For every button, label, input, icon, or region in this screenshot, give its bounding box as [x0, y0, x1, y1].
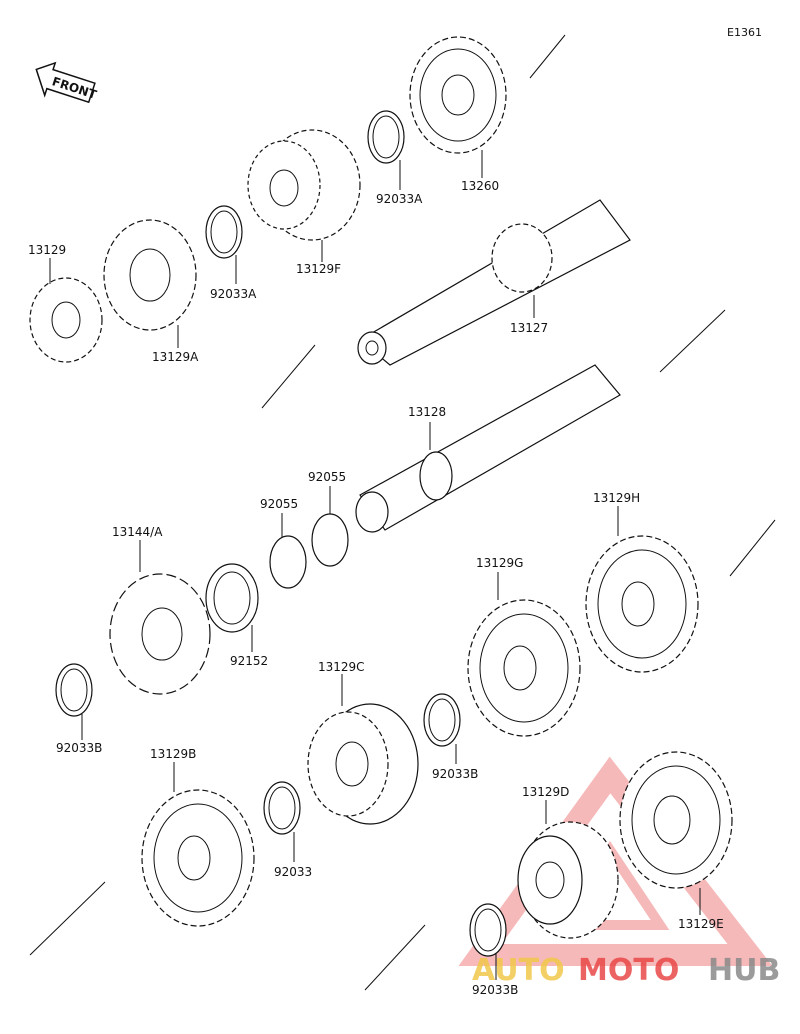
label-92033: 92033: [274, 865, 312, 879]
circlip-92033B-mid: [423, 693, 461, 747]
oring-92055-a: [269, 535, 307, 589]
label-13129B: 13129B: [150, 747, 196, 761]
label-92033B-bottom: 92033B: [472, 983, 518, 997]
circlip-92033B-left: [55, 663, 93, 717]
label-13128: 13128: [408, 405, 446, 419]
label-13129H: 13129H: [593, 491, 640, 505]
gear-13129E: [619, 751, 733, 889]
label-92055-b: 92055: [308, 470, 346, 484]
gear-13129B: [141, 789, 255, 927]
label-13129C: 13129C: [318, 660, 365, 674]
diagram-ref: E1361: [727, 26, 762, 39]
axis-lines: [29, 34, 776, 991]
svg-text:AUTO: AUTO: [472, 953, 565, 988]
label-13129A: 13129A: [152, 350, 199, 364]
oring-92055-b: [311, 513, 349, 567]
svg-text:MOTO: MOTO: [578, 953, 679, 988]
shaft-13127: [357, 199, 631, 366]
label-92055-a: 92055: [260, 497, 298, 511]
gear-13129G: [467, 599, 581, 737]
label-13129F: 13129F: [296, 262, 341, 276]
gear-13260: [409, 36, 507, 154]
gear-13129D: [517, 821, 619, 939]
gear-13129H: [585, 535, 699, 673]
label-13129E: 13129E: [678, 917, 724, 931]
shaft-13128: [355, 364, 621, 533]
label-92033B-left: 92033B: [56, 741, 102, 755]
gear-13129F: [247, 129, 361, 241]
label-13260: 13260: [461, 179, 499, 193]
label-13129: 13129: [28, 243, 66, 257]
circlip-92033: [263, 781, 301, 835]
label-92152: 92152: [230, 654, 268, 668]
circlip-92033A-top: [367, 110, 405, 164]
svg-text:HUB: HUB: [708, 953, 780, 988]
watermark-text: AUTO MOTO HUB: [472, 953, 780, 988]
circlip-92033A-mid: [205, 205, 243, 259]
sprocket-13144A: [109, 573, 211, 695]
label-92033A-mid: 92033A: [210, 287, 257, 301]
label-92033B-mid: 92033B: [432, 767, 478, 781]
circlip-92033B-bottom: [469, 903, 507, 957]
collar-92152: [205, 563, 259, 633]
label-13127: 13127: [510, 321, 548, 335]
gear-13129: [29, 277, 103, 363]
label-13129D: 13129D: [522, 785, 569, 799]
front-arrow-icon: FRONT: [35, 61, 99, 104]
label-92033A-top: 92033A: [376, 192, 423, 206]
label-13129G: 13129G: [476, 556, 523, 570]
gear-13129C: [307, 703, 419, 825]
gear-13129A: [103, 219, 197, 331]
label-13144A: 13144/A: [112, 525, 163, 539]
